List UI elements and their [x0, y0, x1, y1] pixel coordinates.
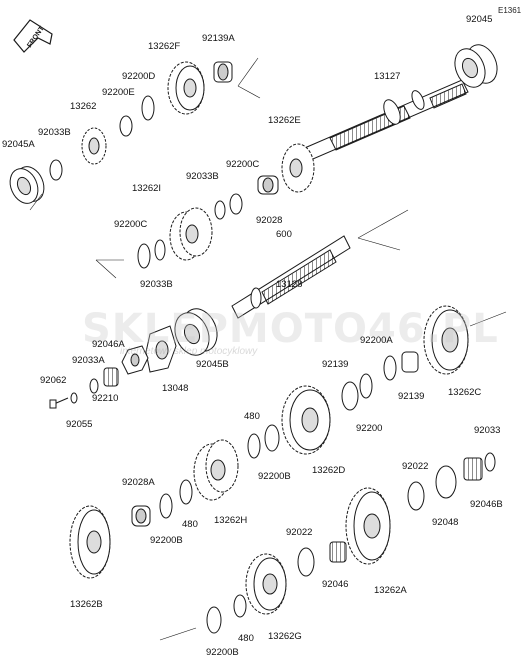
watermark-tagline: internetowy sklep motocyklowy — [120, 346, 258, 357]
part-label[interactable]: 480 — [244, 411, 260, 422]
rings-right — [341, 351, 419, 411]
part-label[interactable]: 92046B — [470, 499, 503, 510]
part-label[interactable]: 92200D — [122, 71, 156, 82]
gear-13262 — [81, 127, 107, 165]
part-label[interactable]: 480 — [182, 519, 198, 530]
rings-bottom — [206, 594, 247, 634]
part-label[interactable]: 13048 — [162, 383, 189, 394]
part-label[interactable]: 13127 — [374, 71, 401, 82]
collar-92028A — [131, 479, 193, 527]
gear-13262C — [423, 305, 469, 375]
watermark-logo: SKLEPMOTO46.PL — [82, 306, 499, 352]
part-label[interactable]: 92200B — [150, 535, 183, 546]
part-label[interactable]: 92046 — [322, 579, 349, 590]
part-label[interactable]: 92139A — [202, 33, 235, 44]
part-label[interactable]: 92045B — [196, 359, 229, 370]
part-label[interactable]: 13262I — [132, 183, 162, 194]
gear-13262A — [345, 487, 391, 565]
rings-lower-mid — [297, 541, 347, 577]
gear-13262F — [167, 61, 205, 115]
part-label[interactable]: 92033 — [474, 425, 501, 436]
part-label[interactable]: 92045A — [2, 139, 35, 150]
part-label[interactable]: 13262G — [268, 631, 302, 642]
part-label[interactable]: 92139 — [322, 359, 349, 370]
rings-upper — [49, 95, 155, 181]
gear-13262E — [281, 143, 315, 193]
diagram-id: E1361 — [498, 6, 522, 15]
bearing-92045A — [9, 166, 45, 204]
part-label[interactable]: 92033B — [38, 127, 71, 138]
part-label[interactable]: 600 — [276, 229, 292, 240]
part-label[interactable]: 92200B — [206, 647, 239, 658]
part-label[interactable]: 92028 — [256, 215, 283, 226]
gear-13262B — [69, 505, 111, 579]
part-label[interactable]: 92200B — [258, 471, 291, 482]
rings-480-mid — [247, 424, 280, 459]
needle-bearing-92139A — [213, 61, 233, 83]
part-label[interactable]: 13262B — [70, 599, 103, 610]
part-label[interactable]: 92055 — [66, 419, 93, 430]
part-label[interactable]: 92033A — [72, 355, 105, 366]
part-label[interactable]: 92033B — [186, 171, 219, 182]
part-label[interactable]: 13128 — [276, 279, 303, 290]
part-label[interactable]: 92139 — [398, 391, 425, 402]
part-label[interactable]: 13262H — [214, 515, 248, 526]
gear-13262D — [281, 385, 331, 455]
part-label[interactable]: 13262 — [70, 101, 97, 112]
nut-group — [49, 345, 149, 409]
part-label[interactable]: 92033B — [140, 279, 173, 290]
gear-13262I — [169, 200, 226, 261]
part-label[interactable]: 13262F — [148, 41, 181, 52]
output-shaft-13127 — [299, 79, 469, 163]
part-label[interactable]: 13262C — [448, 387, 482, 398]
rings-middle — [137, 239, 166, 269]
part-label[interactable]: 92062 — [40, 375, 67, 386]
collar-92028 — [229, 175, 279, 215]
front-arrow-icon: FRONT — [13, 19, 53, 53]
part-label[interactable]: 480 — [238, 633, 254, 644]
part-label[interactable]: 92200C — [114, 219, 148, 230]
gear-13262G — [245, 553, 287, 615]
part-label[interactable]: 92022 — [402, 461, 429, 472]
part-label[interactable]: 92210 — [92, 393, 119, 404]
part-label[interactable]: 92200A — [360, 335, 393, 346]
bearing-92045B — [174, 308, 218, 356]
part-label[interactable]: 13262A — [374, 585, 407, 596]
part-label[interactable]: 92200E — [102, 87, 135, 98]
part-label[interactable]: 92045 — [466, 14, 493, 25]
part-label[interactable]: 92048 — [432, 517, 459, 528]
drive-shaft-13128 — [231, 235, 351, 319]
gear-13262H — [193, 439, 239, 501]
assembly-lines — [29, 57, 507, 641]
part-label[interactable]: 92022 — [286, 527, 313, 538]
part-label[interactable]: 13262E — [268, 115, 301, 126]
part-label[interactable]: 92046A — [92, 339, 125, 350]
part-label[interactable]: 92200C — [226, 159, 260, 170]
part-label[interactable]: 13262D — [312, 465, 346, 476]
rings-far-right — [407, 452, 496, 511]
flange-13048 — [145, 325, 177, 373]
part-label[interactable]: 92200 — [356, 423, 383, 434]
bearing-92045 — [454, 44, 498, 88]
part-label[interactable]: 92028A — [122, 477, 155, 488]
